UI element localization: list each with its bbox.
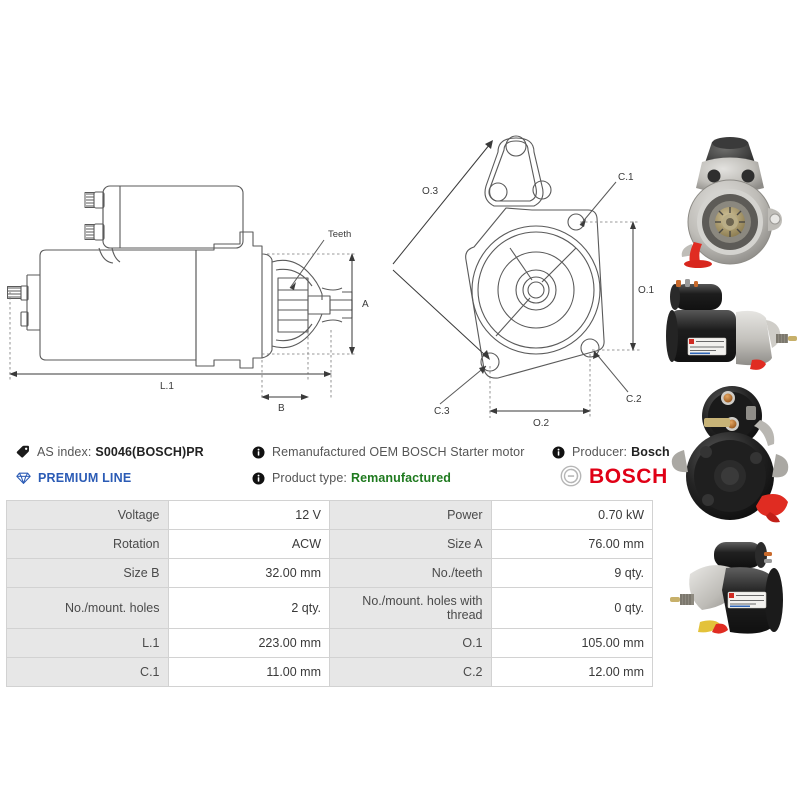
producer-value: Bosch [631, 445, 670, 459]
spec-value: 0.70 kW [490, 500, 653, 530]
info-icon [552, 445, 565, 459]
spec-value: 0 qty. [490, 587, 653, 629]
table-row: C.1 11.00 mm C.2 12.00 mm [6, 657, 653, 687]
spec-key: No./mount. holes [6, 587, 169, 629]
spec-value: 12 V [167, 500, 330, 530]
product-photo-3[interactable] [660, 384, 800, 524]
spec-key: Size A [329, 529, 492, 559]
spec-value: ACW [167, 529, 330, 559]
spec-value: 9 qty. [490, 558, 653, 588]
drawing-label-a: A [362, 299, 369, 310]
spec-value: 12.00 mm [490, 657, 653, 687]
product-photo-4[interactable] [660, 534, 800, 646]
table-row: Voltage 12 V Power 0.70 kW [6, 500, 653, 530]
spec-value: 105.00 mm [490, 628, 653, 658]
drawing-label-c1: C.1 [618, 172, 634, 183]
product-photo-2[interactable] [660, 278, 800, 374]
as-index-value: S0046(BOSCH)PR [95, 445, 204, 459]
drawing-label-l1: L.1 [160, 381, 174, 392]
info-row-secondary: PREMIUM LINE Product type: Remanufacture… [0, 467, 660, 489]
spec-key: No./mount. holes with thread [329, 587, 492, 629]
spec-value: 2 qty. [167, 587, 330, 629]
as-index-label: AS index: [37, 445, 92, 459]
spec-value: 223.00 mm [167, 628, 330, 658]
product-photo-gallery [660, 136, 800, 661]
spec-key: O.1 [329, 628, 492, 658]
spec-key: Size B [6, 558, 169, 588]
premium-line-badge[interactable]: PREMIUM LINE [16, 467, 131, 489]
info-row-primary: AS index: S0046(BOSCH)PR Remanufactured … [0, 441, 670, 463]
premium-line-label: PREMIUM LINE [38, 471, 132, 485]
table-row: Rotation ACW Size A 76.00 mm [6, 529, 653, 559]
starter-motor-side-view-drawing: Teeth A L.1 B [7, 185, 369, 414]
spec-key: Rotation [6, 529, 169, 559]
info-icon [252, 471, 265, 485]
drawing-label-c3: C.3 [434, 406, 450, 417]
spec-key: No./teeth [329, 558, 492, 588]
table-row: Size B 32.00 mm No./teeth 9 qty. [6, 558, 653, 588]
product-description: Remanufactured OEM BOSCH Starter motor [272, 445, 525, 459]
drawing-label-o1: O.1 [638, 285, 655, 296]
drawing-label-o3: O.3 [422, 186, 439, 197]
spec-value: 32.00 mm [167, 558, 330, 588]
producer-field: Producer: Bosch [552, 441, 670, 463]
drawing-label-o2: O.2 [533, 418, 550, 429]
producer-label: Producer: [572, 445, 628, 459]
bosch-wordmark: BOSCH [589, 464, 668, 488]
specifications-table: Voltage 12 V Power 0.70 kW Rotation ACW … [6, 500, 653, 687]
bosch-emblem-icon [560, 465, 582, 487]
specifications-body: Voltage 12 V Power 0.70 kW Rotation ACW … [6, 500, 653, 687]
table-row: L.1 223.00 mm O.1 105.00 mm [6, 628, 653, 658]
product-info-block: AS index: S0046(BOSCH)PR Remanufactured … [0, 441, 670, 493]
product-type-field: Product type: Remanufactured [252, 467, 451, 489]
table-row: No./mount. holes 2 qty. No./mount. holes… [6, 587, 653, 629]
technical-drawings-panel: Teeth A L.1 B [0, 0, 660, 430]
spec-key: C.2 [329, 657, 492, 687]
info-icon [252, 445, 265, 459]
product-photo-1[interactable] [660, 136, 800, 268]
product-description-field: Remanufactured OEM BOSCH Starter motor [252, 441, 525, 463]
diamond-icon [16, 471, 31, 485]
drawing-label-b: B [278, 403, 285, 414]
spec-key: C.1 [6, 657, 169, 687]
spec-key: Power [329, 500, 492, 530]
spec-value: 11.00 mm [167, 657, 330, 687]
bosch-brand-lockup: BOSCH [560, 463, 668, 489]
tag-icon [16, 445, 30, 459]
as-index-field: AS index: S0046(BOSCH)PR [16, 441, 204, 463]
spec-key: Voltage [6, 500, 169, 530]
spec-key: L.1 [6, 628, 169, 658]
drawing-label-teeth: Teeth [328, 229, 351, 240]
product-type-label: Product type: [272, 471, 347, 485]
spec-value: 76.00 mm [490, 529, 653, 559]
drawing-label-c2: C.2 [626, 394, 642, 405]
starter-motor-front-view-drawing: O.3 C.1 C.2 C.3 O.1 [392, 135, 655, 429]
product-type-value: Remanufactured [350, 471, 451, 485]
